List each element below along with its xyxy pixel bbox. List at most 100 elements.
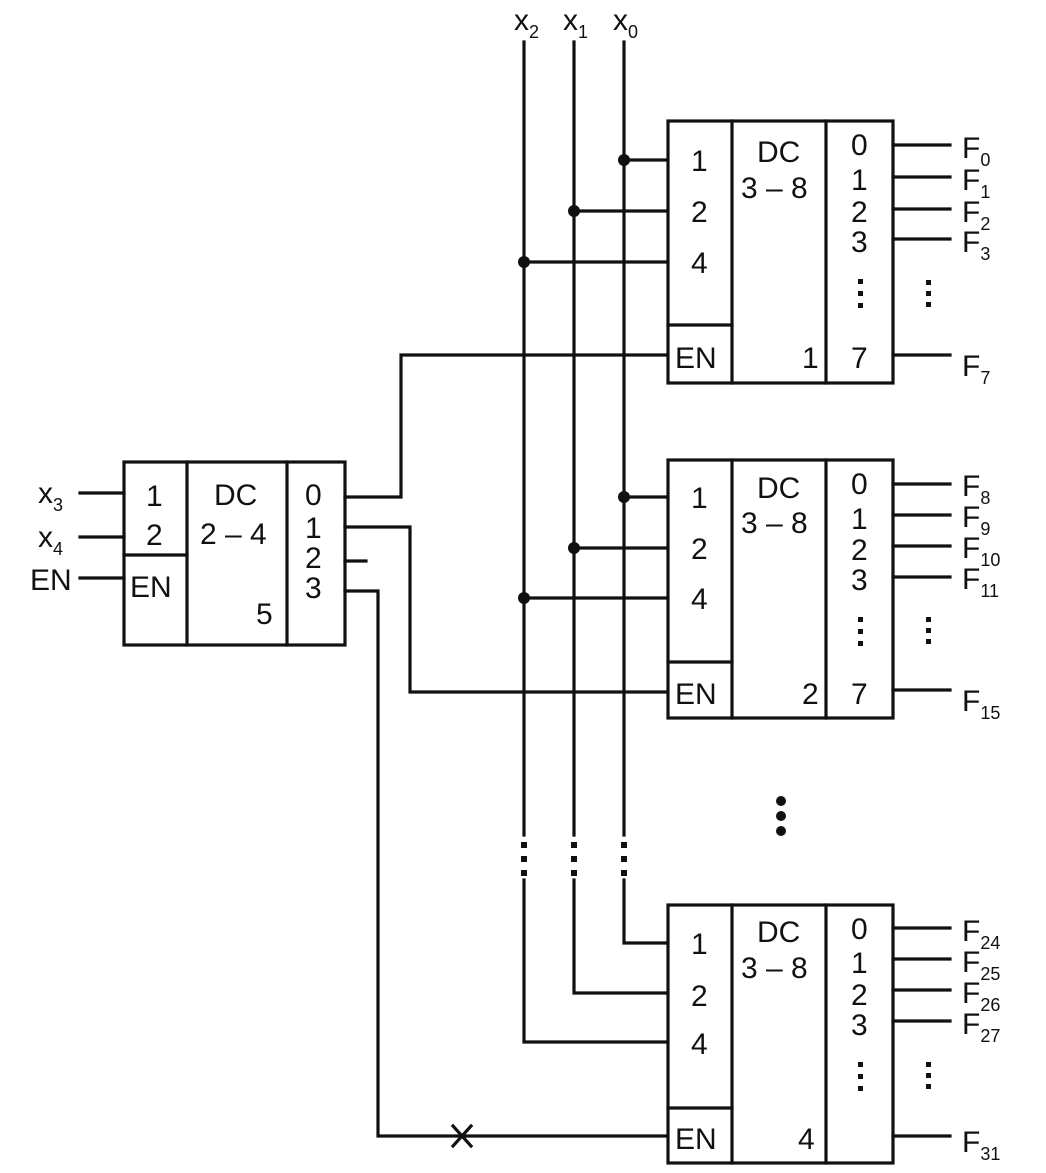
decoder-3-8-2: 1 2 4 EN DC 3 – 8 2 0 1 2 3 7 <box>666 458 895 720</box>
dc4-input-4-label: 4 <box>691 1028 708 1061</box>
dc4-inner-ellipsis <box>858 1062 863 1091</box>
junction-dot <box>618 154 630 166</box>
dc1-input-2-label: 2 <box>691 196 708 229</box>
dc2-inner-ellipsis <box>858 617 863 646</box>
dc24-input-1-label: 1 <box>146 480 163 513</box>
bus-x2-to-dc4 <box>522 878 670 1044</box>
dc24-out-1-label: 1 <box>305 512 322 545</box>
label-f10: F10 <box>962 532 1000 570</box>
dc1-out-2-label: 2 <box>851 196 868 229</box>
label-f9: F9 <box>962 501 990 539</box>
dc2-out-3-label: 3 <box>851 564 868 597</box>
dc2-out-7-label: 7 <box>851 678 868 711</box>
bus-continuation-dots <box>521 842 627 876</box>
dc24-outputs <box>343 353 670 1149</box>
dc1-outputs: F0 F1 F2 F3 F7 <box>891 132 990 388</box>
label-x0: x0 <box>613 4 638 42</box>
bus-x0-to-dc4 <box>622 878 670 945</box>
label-f7: F7 <box>962 350 990 388</box>
label-f31: F31 <box>962 1126 1000 1164</box>
dc1-out-7-label: 7 <box>851 342 868 375</box>
wire-out3-to-dc4-en <box>343 589 670 1138</box>
dc1-out-1-label: 1 <box>851 164 868 197</box>
label-x3: x3 <box>38 477 63 515</box>
dc1-outer-ellipsis <box>926 280 931 307</box>
dc2-input-4-label: 4 <box>691 583 708 616</box>
label-f1: F1 <box>962 164 990 202</box>
dc4-id: 4 <box>798 1123 815 1156</box>
label-x4: x4 <box>38 521 63 559</box>
dc1-title: DC <box>757 136 800 169</box>
dc24-subtitle: 2 – 4 <box>200 518 267 551</box>
dc24-out-0-label: 0 <box>305 479 322 512</box>
junction-dot <box>568 205 580 217</box>
dc4-en-label: EN <box>675 1123 717 1156</box>
wire-out1-to-dc2-en <box>343 525 670 694</box>
label-x2: x2 <box>514 4 539 42</box>
decoder-3-8-4: 1 2 4 EN DC 3 – 8 4 0 1 2 3 <box>666 903 895 1165</box>
taps-dc2 <box>518 491 670 604</box>
dc24-out-2-label: 2 <box>305 542 322 575</box>
dc1-en-label: EN <box>675 342 717 375</box>
label-f8: F8 <box>962 470 990 508</box>
decoders-ellipsis <box>776 796 786 836</box>
dc1-out-3-label: 3 <box>851 226 868 259</box>
dc2-id: 2 <box>802 678 819 711</box>
dc1-inner-ellipsis <box>858 279 863 308</box>
dc4-title: DC <box>757 916 800 949</box>
dc24-inputs: x3 x4 EN <box>30 477 126 597</box>
dc2-outer-ellipsis <box>926 617 931 644</box>
label-en-input: EN <box>30 564 72 597</box>
label-f25: F25 <box>962 946 1000 984</box>
bus-x1-to-dc4 <box>572 878 670 995</box>
bus-labels: x2 x1 x0 <box>514 4 638 42</box>
dc2-input-2-label: 2 <box>691 533 708 566</box>
junction-dot <box>518 256 530 268</box>
dc2-outputs: F8 F9 F10 F11 F15 <box>891 470 1000 723</box>
label-x1: x1 <box>563 4 588 42</box>
decoder-3-8-4-box <box>666 903 895 1165</box>
decoder-3-8-1: 1 2 4 EN DC 3 – 8 1 0 1 2 3 7 <box>666 119 895 385</box>
dc4-input-2-label: 2 <box>691 980 708 1013</box>
dc2-out-2-label: 2 <box>851 534 868 567</box>
dc1-subtitle: 3 – 8 <box>741 172 808 205</box>
dc2-subtitle: 3 – 8 <box>741 507 808 540</box>
dc4-input-1-label: 1 <box>691 928 708 961</box>
decoder-3-8-2-box <box>666 458 895 720</box>
dc4-out-2-label: 2 <box>851 979 868 1012</box>
junction-dot <box>568 542 580 554</box>
label-f0: F0 <box>962 132 990 170</box>
bus-lines <box>521 40 670 1044</box>
decoder-2-4: 1 2 EN DC 2 – 4 5 0 1 2 3 <box>122 460 347 647</box>
junction-dot <box>618 491 630 503</box>
dc24-en-label: EN <box>130 571 172 604</box>
wire-out0-to-dc1-en <box>343 353 670 499</box>
dc1-input-4-label: 4 <box>691 247 708 280</box>
dc2-input-1-label: 1 <box>691 482 708 515</box>
dc1-input-1-label: 1 <box>691 145 708 178</box>
crossing-mark <box>450 1123 474 1149</box>
decoder-3-8-1-box <box>666 119 895 385</box>
dc2-out-0-label: 0 <box>851 468 868 501</box>
label-f24: F24 <box>962 915 1000 953</box>
dc4-outer-ellipsis <box>926 1062 931 1089</box>
dc4-outputs: F24 F25 F26 F27 F31 <box>891 915 1000 1164</box>
dc24-title: DC <box>214 479 257 512</box>
label-f27: F27 <box>962 1008 1000 1046</box>
taps-dc1 <box>518 154 670 268</box>
dc2-out-1-label: 1 <box>851 503 868 536</box>
dc2-title: DC <box>757 472 800 505</box>
dc24-out-3-label: 3 <box>305 572 322 605</box>
label-f2: F2 <box>962 196 990 234</box>
label-f11: F11 <box>962 563 999 601</box>
label-f15: F15 <box>962 685 1000 723</box>
dc4-subtitle: 3 – 8 <box>741 952 808 985</box>
dc4-out-1-label: 1 <box>851 947 868 980</box>
dc24-input-2-label: 2 <box>146 519 163 552</box>
label-f3: F3 <box>962 226 990 264</box>
label-f26: F26 <box>962 977 1000 1015</box>
dc4-out-0-label: 0 <box>851 913 868 946</box>
dc4-out-3-label: 3 <box>851 1009 868 1042</box>
